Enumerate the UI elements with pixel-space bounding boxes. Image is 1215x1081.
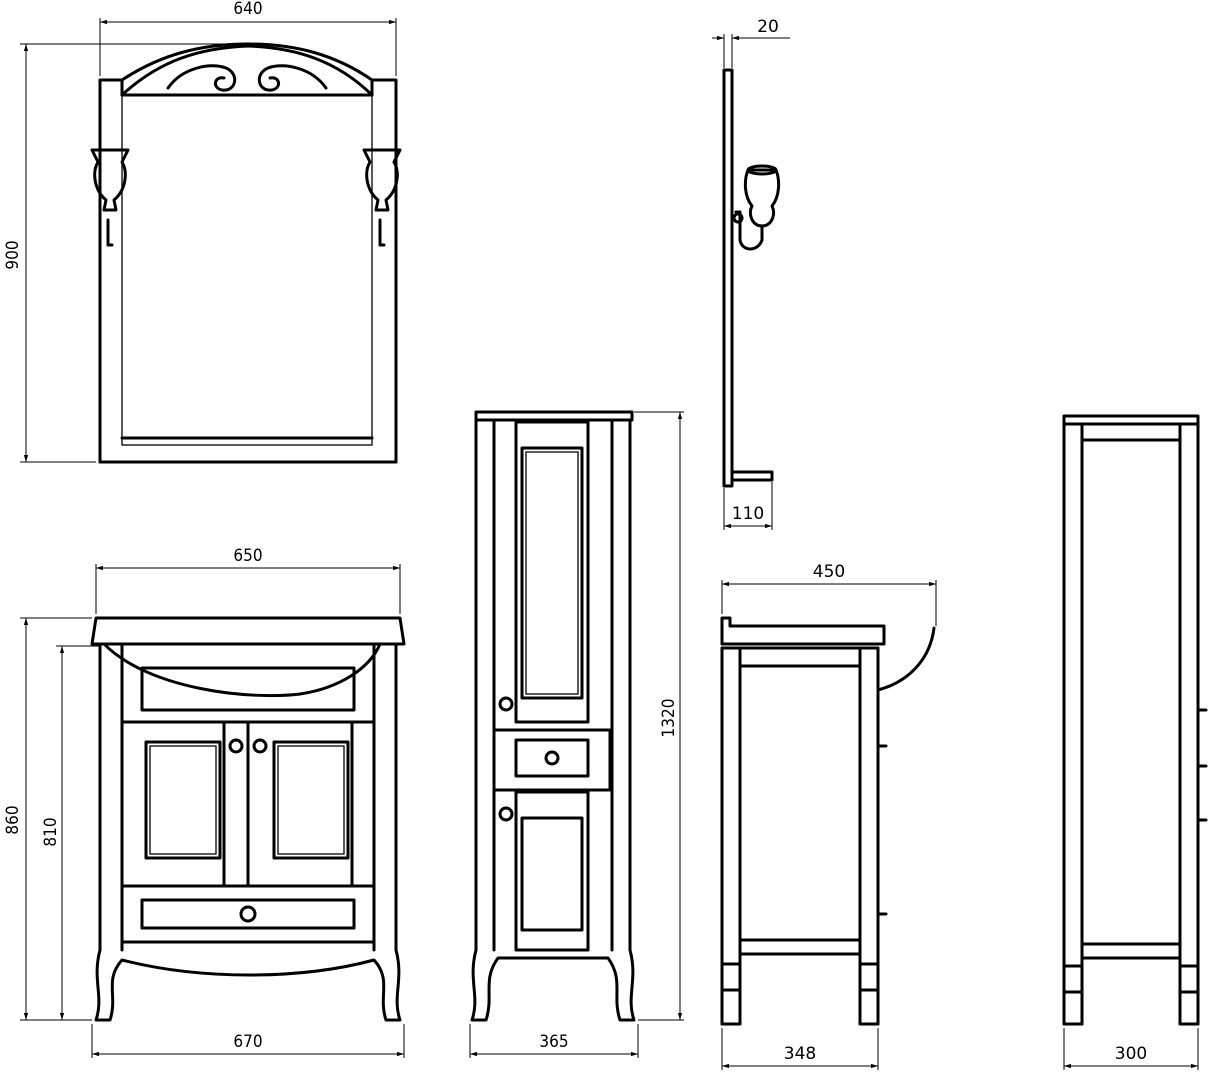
vanity-leg-width-dim: 670 xyxy=(91,1024,405,1058)
vanity-side-depth-label: 348 xyxy=(784,1044,816,1064)
mirror-height-label: 900 xyxy=(3,240,23,269)
vanity-side-view xyxy=(720,616,936,1026)
mirror-height-dim: 900 xyxy=(3,43,245,463)
cabinet-side-depth-dim: 300 xyxy=(1063,1028,1199,1070)
vanity-side-depth-dim: 348 xyxy=(721,1028,879,1070)
cabinet-side-depth-label: 300 xyxy=(1115,1044,1147,1064)
mirror-width-label: 640 xyxy=(233,0,262,19)
vanity-total-height-label: 860 xyxy=(3,805,23,834)
mirror-width-dim: 640 xyxy=(99,0,397,76)
vanity-top-width-dim: 650 xyxy=(95,546,401,614)
shelf-depth-label: 110 xyxy=(732,504,764,524)
cabinet-width-label: 365 xyxy=(539,1032,568,1052)
cabinet-height-dim: 1320 xyxy=(634,411,684,1021)
vanity-front-view xyxy=(90,616,406,1022)
vanity-body-height-dim: 810 xyxy=(41,645,100,1020)
vanity-body-height-label: 810 xyxy=(41,817,61,846)
vanity-total-height-dim: 860 xyxy=(3,617,92,1021)
shelf-depth-dim: 110 xyxy=(723,482,773,530)
cabinet-height-label: 1320 xyxy=(659,699,679,738)
tall-cabinet-front-view xyxy=(470,410,636,1022)
cabinet-width-dim: 365 xyxy=(469,1024,639,1058)
vanity-top-width-label: 650 xyxy=(233,546,262,566)
vanity-top-depth-dim: 450 xyxy=(721,562,937,626)
mirror-depth-label: 20 xyxy=(757,17,779,37)
vanity-top-depth-label: 450 xyxy=(813,562,845,582)
vanity-leg-width-label: 670 xyxy=(233,1032,262,1052)
tall-cabinet-side-view xyxy=(1062,414,1208,1026)
mirror-depth-dim: 20 xyxy=(712,17,790,68)
mirror-front-view xyxy=(90,42,402,464)
mirror-side-view xyxy=(722,68,781,488)
